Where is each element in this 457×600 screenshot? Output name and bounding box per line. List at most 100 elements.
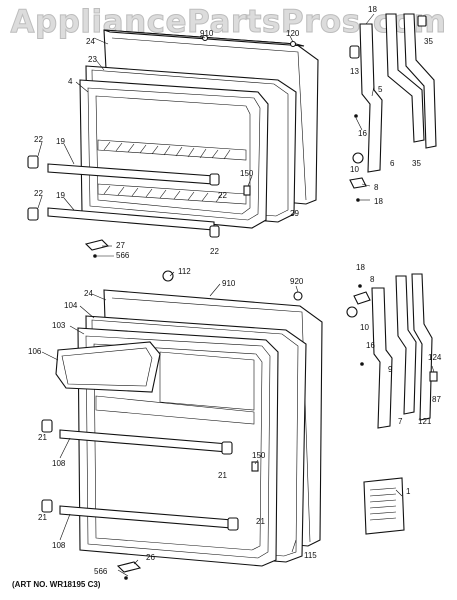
handle-trim-121[interactable] xyxy=(411,273,433,421)
fresh-food-handle-parts xyxy=(346,273,438,535)
plug-112[interactable] xyxy=(162,270,174,282)
callout-13: 13 xyxy=(350,67,359,76)
rail-end-cap-21-d[interactable] xyxy=(227,517,239,531)
handle-bracket-9[interactable] xyxy=(371,287,393,429)
card-text-lines xyxy=(369,487,397,521)
handle-trim-7[interactable] xyxy=(395,275,417,415)
callout-35-top: 35 xyxy=(424,37,433,46)
callout-910-lower: 910 xyxy=(222,279,236,288)
callout-16-lower: 16 xyxy=(366,341,375,350)
callout-106: 106 xyxy=(28,347,42,356)
leader-lines xyxy=(37,13,435,577)
callout-7: 7 xyxy=(398,417,403,426)
clip-35-top[interactable] xyxy=(417,15,427,27)
callout-24-upper: 24 xyxy=(86,37,95,46)
callout-115: 115 xyxy=(304,551,317,560)
callout-104: 104 xyxy=(64,301,78,310)
part-1-instruction-card[interactable] xyxy=(363,477,405,535)
callout-27: 27 xyxy=(116,241,125,250)
screw-566-upper[interactable] xyxy=(93,254,97,258)
hinge-plate-8-upper[interactable] xyxy=(349,177,367,189)
screw-18-upper-bottom[interactable] xyxy=(356,198,360,202)
callout-29: 29 xyxy=(290,209,299,218)
plug-920[interactable] xyxy=(293,291,303,301)
callout-920: 920 xyxy=(290,277,304,286)
rail-end-cap-right-upper[interactable] xyxy=(209,173,220,186)
freezer-hinge-clip[interactable] xyxy=(84,239,110,251)
callout-22-a: 22 xyxy=(34,135,43,144)
freezer-bracket-150[interactable] xyxy=(243,185,251,196)
callout-23: 23 xyxy=(88,55,97,64)
rail-end-cap-left-upper[interactable] xyxy=(27,155,39,169)
callout-19-b: 19 xyxy=(56,191,65,200)
rail-end-cap-21-c[interactable] xyxy=(41,499,53,513)
screw-18-lower[interactable] xyxy=(358,284,362,288)
screw-16-lower[interactable] xyxy=(360,362,364,366)
freezer-handle-parts xyxy=(349,13,437,202)
bushing-10-upper[interactable] xyxy=(352,152,364,164)
callout-566-lower: 566 xyxy=(94,567,108,576)
callout-16-upper: 16 xyxy=(358,129,367,138)
watermark-logo: AppliancePartsPros.com xyxy=(10,4,447,41)
callout-1: 1 xyxy=(406,487,411,496)
freezer-lower-hatching xyxy=(103,185,223,203)
callout-21-c: 21 xyxy=(38,513,47,522)
callout-24-lower: 24 xyxy=(84,289,93,298)
callout-910-upper: 910 xyxy=(200,29,214,38)
callout-112: 112 xyxy=(178,267,191,276)
callout-6: 6 xyxy=(390,159,395,168)
freezer-shelf-hatching xyxy=(103,141,231,160)
callout-18-top: 18 xyxy=(368,5,377,14)
handle-trim-35[interactable] xyxy=(403,13,437,149)
callout-5: 5 xyxy=(378,85,383,94)
rail-end-cap-21-a[interactable] xyxy=(41,419,53,433)
hinge-clip-26[interactable] xyxy=(116,561,142,573)
fresh-food-bracket-150[interactable] xyxy=(251,461,259,472)
freezer-door-assembly xyxy=(27,29,319,258)
callout-124: 124 xyxy=(428,353,442,362)
art-number-caption: (ART NO. WR18195 C3) xyxy=(12,580,101,589)
handle-trim-6[interactable] xyxy=(385,13,425,143)
callout-4: 4 xyxy=(68,77,73,86)
fresh-food-door-assembly xyxy=(41,270,323,580)
screw-566-lower[interactable] xyxy=(124,576,128,580)
rail-end-cap-left-lower[interactable] xyxy=(27,207,39,221)
freezer-door-liner[interactable] xyxy=(79,79,269,229)
callout-120: 120 xyxy=(286,29,300,38)
hinge-pin-13[interactable] xyxy=(349,45,360,59)
callout-9: 9 xyxy=(388,365,393,374)
callout-108-b: 108 xyxy=(52,541,66,550)
callout-566-upper: 566 xyxy=(116,251,130,260)
callout-21-b: 21 xyxy=(218,471,227,480)
dairy-compartment-door[interactable] xyxy=(55,341,161,393)
clip-124[interactable] xyxy=(429,371,438,382)
callout-103: 103 xyxy=(52,321,66,330)
hinge-plate-8-lower[interactable] xyxy=(353,291,371,305)
callout-22-d: 22 xyxy=(210,247,219,256)
rail-end-cap-right-lower[interactable] xyxy=(209,225,220,238)
callout-150-upper: 150 xyxy=(240,169,254,178)
callout-10-lower: 10 xyxy=(360,323,369,332)
callout-22-c: 22 xyxy=(218,191,227,200)
callout-21-d: 21 xyxy=(256,517,265,526)
callout-19-a: 19 xyxy=(56,137,65,146)
plug-120[interactable] xyxy=(289,40,297,48)
rail-end-cap-21-b[interactable] xyxy=(221,441,233,455)
bushing-10-lower[interactable] xyxy=(346,306,358,318)
callout-121: 121 xyxy=(418,417,432,426)
callout-22-b: 22 xyxy=(34,189,43,198)
callout-8-lower: 8 xyxy=(370,275,375,284)
callout-108-a: 108 xyxy=(52,459,66,468)
callout-8-upper: 8 xyxy=(374,183,379,192)
screw-16-upper[interactable] xyxy=(354,114,358,118)
callout-87: 87 xyxy=(432,395,441,404)
handle-bracket-5[interactable] xyxy=(359,23,383,173)
callout-26: 26 xyxy=(146,553,155,562)
callout-18-c: 18 xyxy=(356,263,365,272)
callout-18-b: 18 xyxy=(374,197,383,206)
callout-35-b: 35 xyxy=(412,159,421,168)
callout-150-lower: 150 xyxy=(252,451,266,460)
callout-labels: 24 23 4 910 120 22 19 22 19 150 22 29 22… xyxy=(28,5,442,576)
callout-21-a: 21 xyxy=(38,433,47,442)
